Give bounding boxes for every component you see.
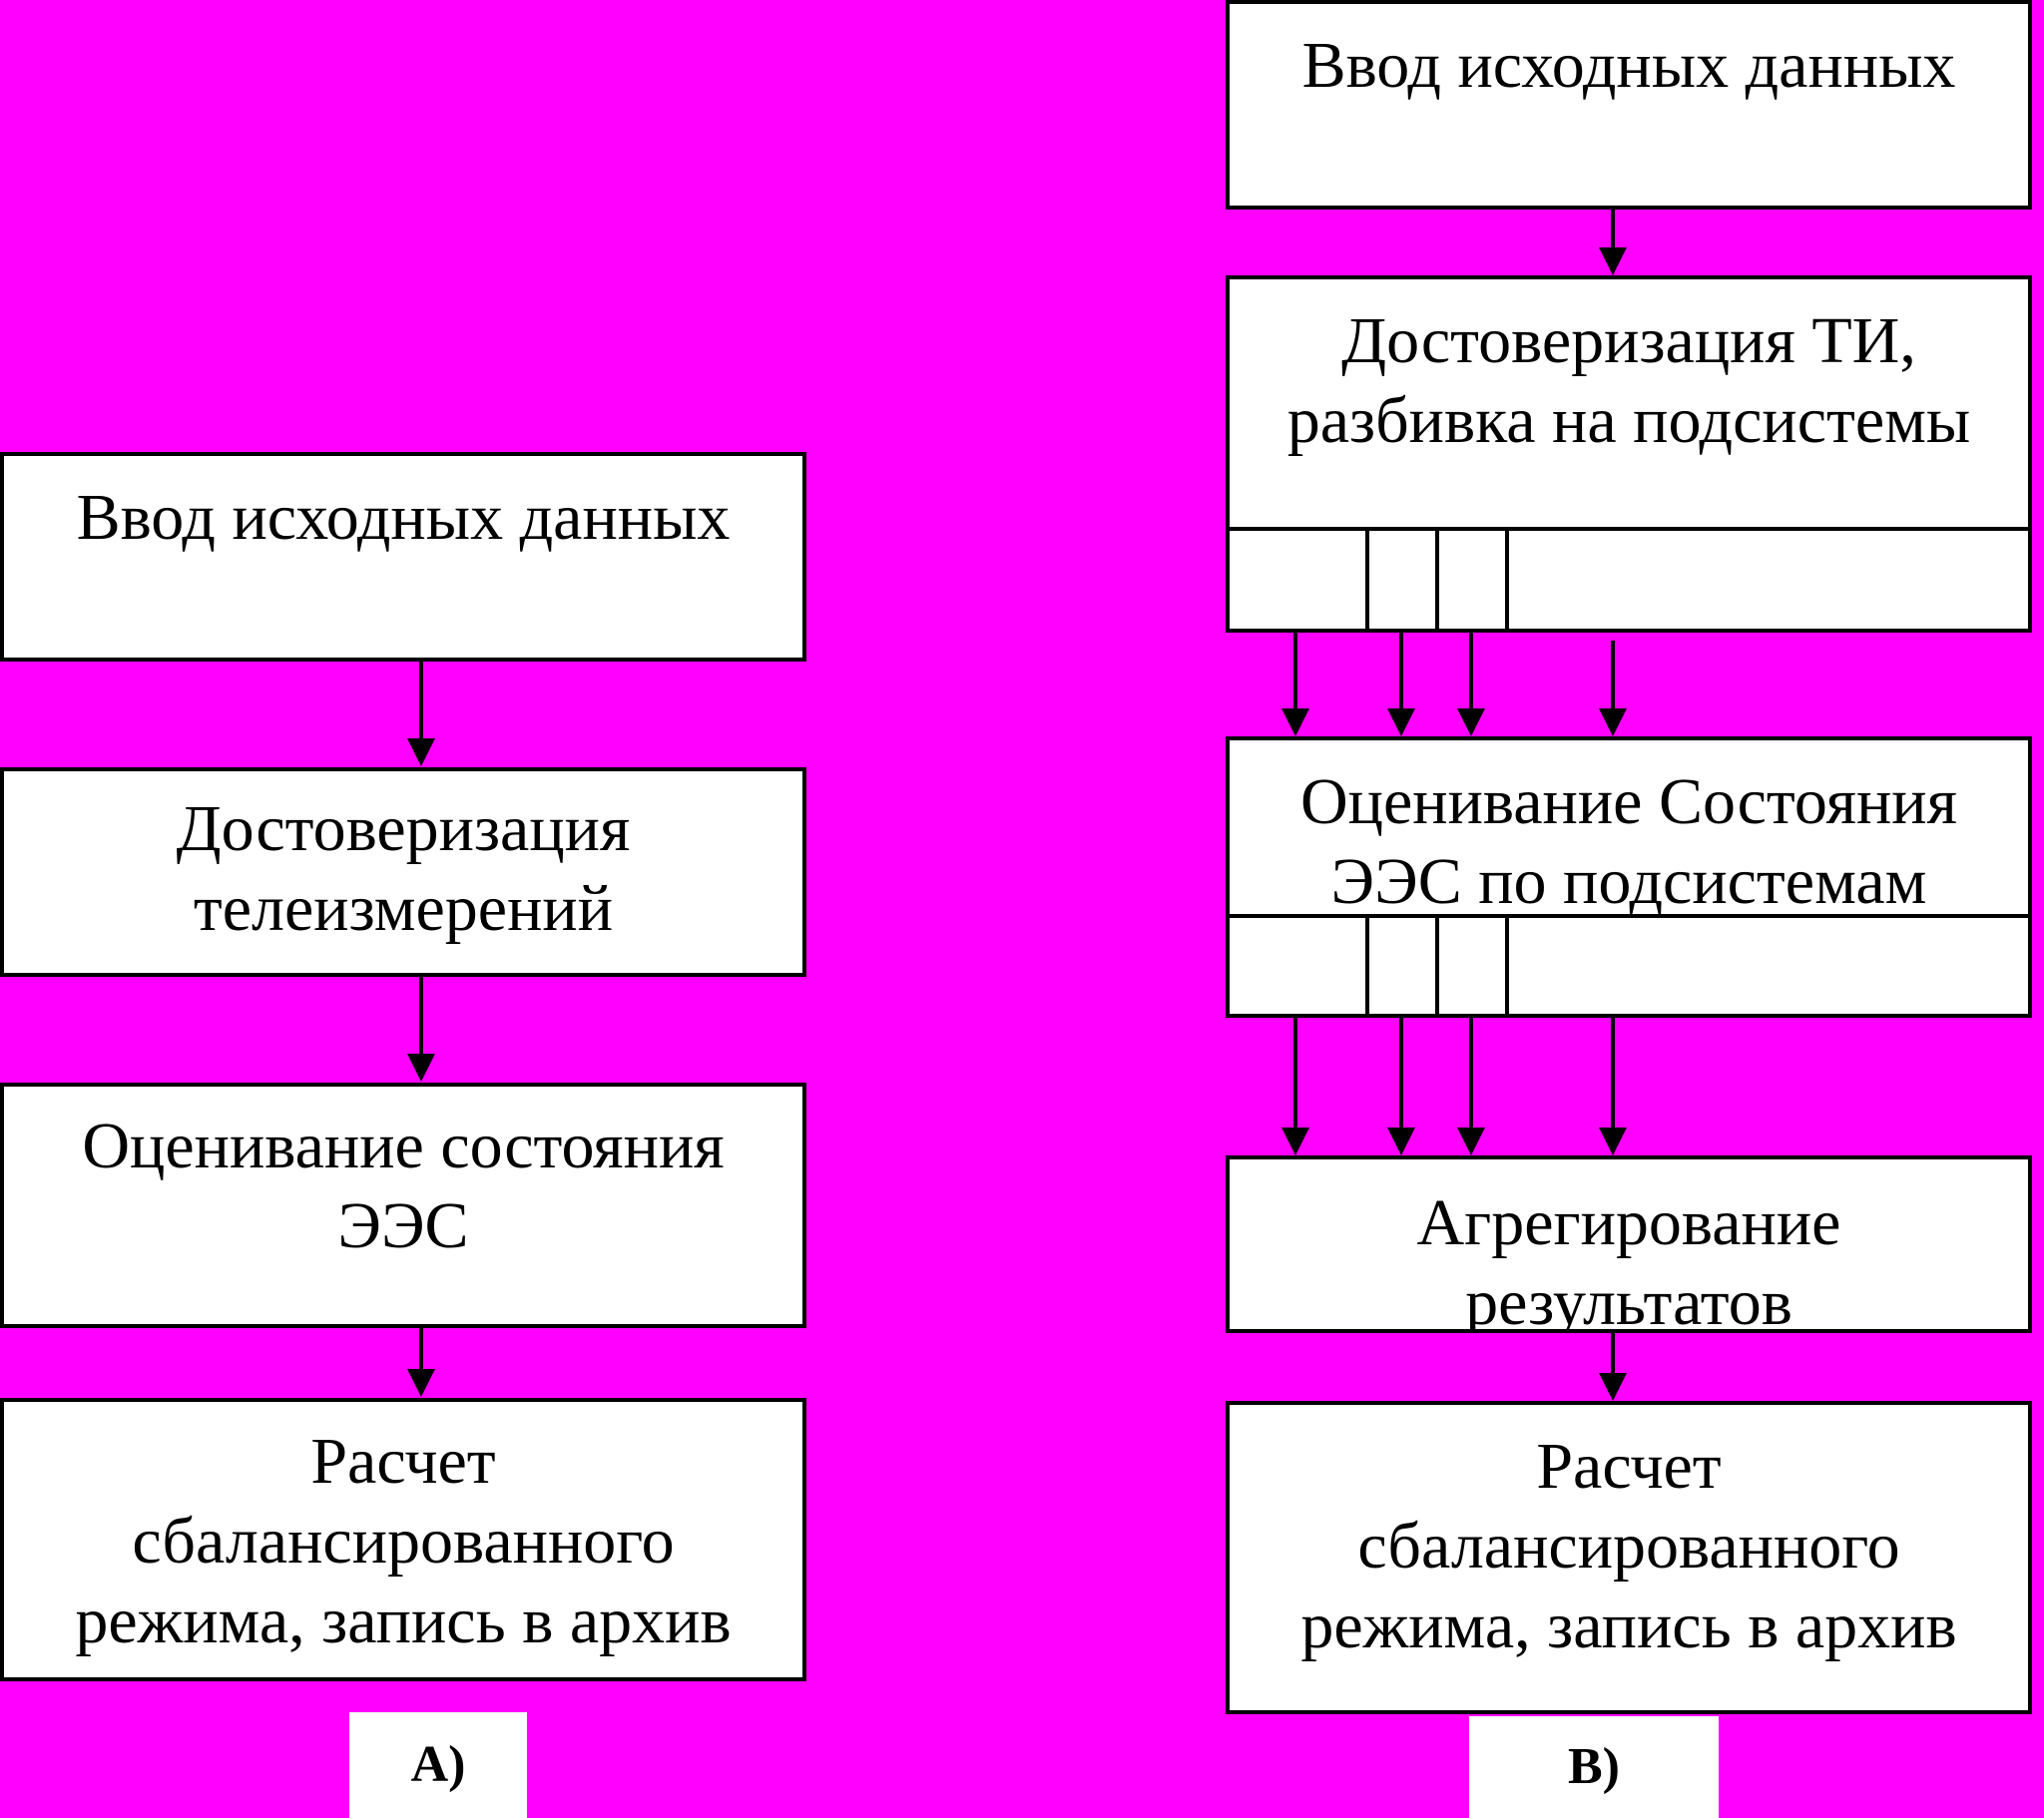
b-subsystem-estimation-cell-divider xyxy=(1365,914,1369,1014)
b-arrowhead xyxy=(1387,1128,1415,1155)
b-validation-split-cell-divider xyxy=(1435,527,1439,629)
b-arrowhead xyxy=(1387,708,1415,736)
b-arrowhead xyxy=(1457,1128,1485,1155)
a-balance-calc-box: Расчет сбалансированного режима, запись … xyxy=(0,1398,806,1681)
b-aggregation-box: Агрегирование результатов xyxy=(1226,1155,2032,1333)
a-state-estimation-label-line1: Оценивание состояния xyxy=(82,1110,725,1182)
b-caption: В) xyxy=(1469,1716,1719,1818)
b-balance-calc-box: Расчет сбалансированного режима, запись … xyxy=(1226,1401,2032,1714)
a-arrowhead xyxy=(407,1054,435,1082)
b-subsystem-estimation-box: Оценивание Состояния ЭЭС по подсистемам xyxy=(1226,736,2032,1018)
a-validation-label-line2: телеизмерений xyxy=(193,872,614,945)
a-state-estimation-label-line2: ЭЭС xyxy=(337,1189,469,1262)
b-aggregation-label-line1: Агрегирование xyxy=(1416,1186,1841,1259)
b-validation-split-box: Достоверизация ТИ, разбивка на подсистем… xyxy=(1226,275,2032,633)
b-validation-split-cell-divider xyxy=(1505,527,1509,629)
b-arrowhead xyxy=(1599,247,1627,275)
b-balance-calc-label-line3: режима, запись в архив xyxy=(1300,1590,1957,1662)
a-balance-calc-label-line2: сбалансированного xyxy=(132,1505,675,1578)
b-validation-split-cell-divider xyxy=(1365,527,1369,629)
b-validation-split-label-line2: разбивка на подсистемы xyxy=(1286,384,1971,457)
b-arrowhead xyxy=(1457,708,1485,736)
b-arrowhead xyxy=(1599,708,1627,736)
b-aggregation-label-line2: результатов xyxy=(1465,1266,1792,1333)
a-input-data-label: Ввод исходных данных xyxy=(76,481,731,554)
b-subsystem-estimation-label-line1: Оценивание Состояния xyxy=(1300,765,1957,838)
a-caption: А) xyxy=(349,1712,527,1818)
a-validation-label-line1: Достоверизация xyxy=(176,792,631,865)
b-arrowhead xyxy=(1281,1128,1309,1155)
b-arrowhead xyxy=(1281,708,1309,736)
b-validation-split-divider xyxy=(1230,527,2028,531)
b-subsystem-estimation-cell-divider xyxy=(1435,914,1439,1014)
a-arrowhead xyxy=(407,738,435,766)
a-balance-calc-label-line3: режима, запись в архив xyxy=(75,1585,732,1657)
a-balance-calc-label-line1: Расчет xyxy=(310,1425,496,1498)
b-input-data-label: Ввод исходных данных xyxy=(1301,29,1956,102)
b-subsystem-estimation-divider xyxy=(1230,914,2028,918)
a-input-data-box: Ввод исходных данных xyxy=(0,452,806,662)
b-validation-split-label-line1: Достоверизация ТИ, xyxy=(1341,304,1916,377)
b-subsystem-estimation-cell-divider xyxy=(1505,914,1509,1014)
b-arrowhead xyxy=(1599,1128,1627,1155)
b-arrowhead xyxy=(1599,1373,1627,1401)
a-arrowhead xyxy=(407,1369,435,1397)
b-balance-calc-label-line2: сбалансированного xyxy=(1357,1510,1900,1583)
a-validation-box: Достоверизация телеизмерений xyxy=(0,767,806,977)
a-state-estimation-box: Оценивание состояния ЭЭС xyxy=(0,1083,806,1328)
b-input-data-box: Ввод исходных данных xyxy=(1226,0,2032,210)
b-subsystem-estimation-label-line2: ЭЭС по подсистемам xyxy=(1330,845,1927,918)
b-balance-calc-label-line1: Расчет xyxy=(1536,1430,1722,1503)
